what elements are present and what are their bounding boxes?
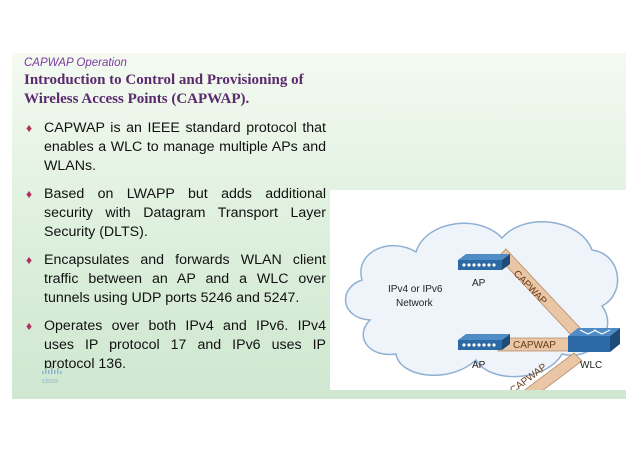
capwap-label-middle: CAPWAP [513, 340, 556, 351]
bullet-item: ♦ Based on LWAPP but adds additional sec… [26, 185, 326, 242]
wlc-label: WLC [580, 360, 602, 371]
network-label-line2: Network [396, 298, 434, 309]
diamond-bullet-icon: ♦ [26, 253, 33, 267]
access-point-icon [458, 254, 510, 270]
bullet-item: ♦ CAPWAP is an IEEE standard protocol th… [26, 119, 326, 176]
network-cloud [345, 220, 619, 378]
bullet-item: ♦ Encapsulates and forwards WLAN client … [26, 251, 326, 308]
network-label-line1: IPv4 or IPv6 [388, 284, 443, 295]
bullet-text: Based on LWAPP but adds additional secur… [44, 186, 326, 240]
bullet-text: Encapsulates and forwards WLAN client tr… [44, 252, 326, 306]
access-point-icon [458, 334, 510, 350]
capwap-diagram-svg: CAPWAP CAPWAP CAPWAP IPv4 or IPv6 Networ… [345, 220, 620, 390]
bullet-text: CAPWAP is an IEEE standard protocol that… [44, 120, 326, 174]
bullet-item: ♦ Operates over both IPv4 and IPv6. IPv4… [26, 317, 326, 374]
ap-label-middle: AP [472, 360, 486, 371]
bullet-text: Operates over both IPv4 and IPv6. IPv4 u… [44, 318, 326, 372]
cisco-bars-icon [42, 366, 62, 374]
diamond-bullet-icon: ♦ [26, 319, 33, 333]
diamond-bullet-icon: ♦ [26, 121, 33, 135]
wlc-controller-icon [568, 328, 620, 352]
slide-title-line2: Wireless Access Points (CAPWAP). [24, 91, 250, 107]
diamond-bullet-icon: ♦ [26, 187, 33, 201]
capwap-diagram: CAPWAP CAPWAP CAPWAP IPv4 or IPv6 Networ… [330, 190, 626, 390]
capwap-tunnel-bottom [524, 352, 583, 390]
cisco-logo-text: cisco [42, 378, 58, 385]
slide-subtitle: CAPWAP Operation [24, 57, 127, 69]
slide: CAPWAP Operation Introduction to Control… [12, 53, 626, 399]
cisco-logo: cisco [42, 366, 82, 392]
bullet-list: ♦ CAPWAP is an IEEE standard protocol th… [26, 119, 326, 383]
slide-title: Introduction to Control and Provisioning… [24, 71, 344, 109]
ap-label-top: AP [472, 278, 486, 289]
slide-title-line1: Introduction to Control and Provisioning… [24, 72, 304, 88]
